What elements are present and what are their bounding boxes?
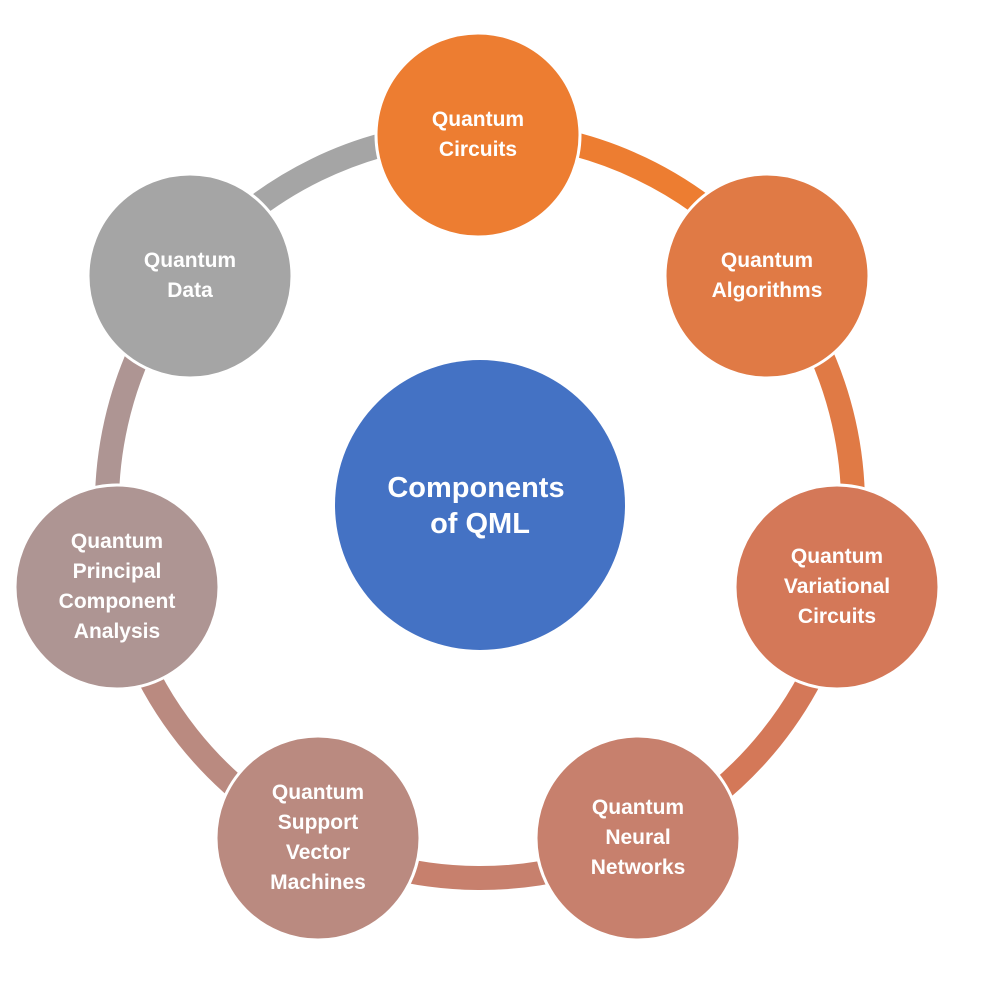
node-circle xyxy=(733,483,941,691)
node-label-line: Quantum xyxy=(71,530,163,553)
node-label-line: Data xyxy=(167,279,213,302)
center-label: Components of QML xyxy=(387,472,572,540)
node-label-line: Quantum xyxy=(272,781,364,804)
node-circle xyxy=(374,31,582,239)
node-label-line: Component xyxy=(59,590,176,613)
node-label-line: Machines xyxy=(270,871,366,894)
node-label-line: Quantum xyxy=(592,796,684,819)
node-label-line: Algorithms xyxy=(712,279,823,302)
center-circle xyxy=(335,360,625,650)
node-label-line: Variational xyxy=(784,575,890,598)
node-circle xyxy=(214,734,422,942)
node-label-line: Quantum xyxy=(144,249,236,272)
node-label-line: Vector xyxy=(286,841,350,864)
node-circle xyxy=(13,483,221,691)
node-label-line: Circuits xyxy=(798,605,876,628)
center-label-line: Components xyxy=(387,472,564,504)
center-hub: Components of QML xyxy=(335,360,625,650)
node-label-line: Quantum xyxy=(432,108,524,131)
node-label-line: Circuits xyxy=(439,138,517,161)
node-label-line: Support xyxy=(278,811,358,834)
node-label-line: Quantum xyxy=(721,249,813,272)
node-label-line: Principal xyxy=(73,560,162,583)
node-circle xyxy=(86,172,294,380)
node-label-line: Neural xyxy=(605,826,670,849)
node-label-line: Quantum xyxy=(791,545,883,568)
node-label-line: Networks xyxy=(591,856,686,879)
node-label-line: Analysis xyxy=(74,620,160,643)
node-circle xyxy=(534,734,742,942)
node-circle xyxy=(663,172,871,380)
center-label-line: of QML xyxy=(430,508,530,540)
